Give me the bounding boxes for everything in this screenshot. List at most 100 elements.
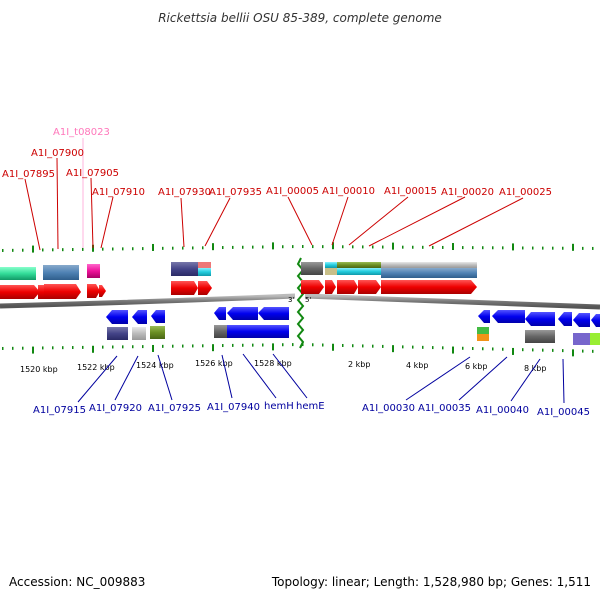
cds-arrow-forward[interactable]: [337, 280, 358, 294]
feature-bar-olive[interactable]: [150, 326, 165, 339]
tick-mark: [332, 242, 334, 250]
cds-arrow-reverse[interactable]: [214, 307, 226, 320]
cds-arrow-forward[interactable]: [99, 285, 106, 297]
cds-arrow-forward[interactable]: [325, 280, 336, 294]
cds-arrow-reverse[interactable]: [258, 307, 289, 320]
gene-label[interactable]: A1I_00020: [441, 187, 494, 198]
tick-label: 1526 kbp: [195, 359, 233, 368]
feature-bar-magenta[interactable]: [87, 264, 100, 278]
leader-line: [287, 196, 313, 246]
gene-label[interactable]: A1I_07895: [2, 169, 55, 180]
cds-arrow-reverse[interactable]: [573, 313, 590, 327]
leader-line: [180, 197, 185, 248]
tick-mark: [42, 346, 44, 350]
tick-mark: [12, 248, 14, 252]
feature-bar-navy[interactable]: [107, 327, 128, 340]
cds-arrow-forward[interactable]: [87, 284, 100, 298]
cds-arrow-forward[interactable]: [301, 280, 324, 294]
gene-label[interactable]: A1I_07910: [92, 187, 145, 198]
gene-label[interactable]: hemH: [264, 401, 294, 412]
tick-mark: [592, 349, 594, 353]
gene-label[interactable]: A1I_07925: [148, 403, 201, 414]
tick-mark: [572, 243, 574, 251]
genome-backbone: 3' 5': [0, 257, 600, 349]
gene-label[interactable]: A1I_07915: [33, 405, 86, 416]
feature-bar-gray[interactable]: [301, 262, 323, 275]
cds-arrow-reverse[interactable]: [132, 310, 147, 324]
feature-bar-gray[interactable]: [525, 330, 555, 343]
cds-arrow-reverse[interactable]: [591, 314, 600, 327]
gene-label[interactable]: A1I_00010: [322, 186, 375, 197]
feature-bar-steel[interactable]: [43, 265, 79, 280]
feature-bar-green[interactable]: [477, 327, 489, 334]
tick-mark: [432, 245, 434, 249]
tick-mark: [432, 346, 434, 350]
tick-mark: [562, 349, 564, 353]
tick-mark: [192, 246, 194, 250]
gene-label[interactable]: A1I_07940: [207, 402, 260, 413]
feature-bar-steel-wide[interactable]: [381, 268, 477, 278]
feature-bar-tan[interactable]: [325, 268, 337, 275]
tick-mark: [262, 245, 264, 249]
tick-mark: [142, 345, 144, 349]
feature-bar-salmon[interactable]: [198, 262, 211, 268]
tick-mark: [362, 245, 364, 249]
cds-arrow-forward[interactable]: [44, 284, 81, 299]
gene-label[interactable]: A1I_00025: [499, 187, 552, 198]
tick-mark: [552, 246, 554, 250]
cds-arrow-reverse[interactable]: [151, 310, 165, 323]
cds-arrow-reverse[interactable]: [106, 310, 128, 324]
tick-mark: [342, 343, 344, 347]
feature-bar-lightgray[interactable]: [132, 327, 146, 340]
feature-bar-teal[interactable]: [0, 267, 36, 280]
feature-bar-cyan-small[interactable]: [198, 268, 211, 276]
feature-bar-navy[interactable]: [171, 262, 198, 276]
cds-arrow-forward[interactable]: [198, 281, 212, 295]
tick-mark: [422, 245, 424, 249]
cds-arrow-reverse[interactable]: [525, 312, 555, 326]
gene-label[interactable]: A1I_07900: [31, 148, 84, 159]
tick-mark: [492, 246, 494, 250]
cds-arrow-forward[interactable]: [171, 281, 198, 295]
gene-label[interactable]: hemE: [296, 401, 325, 412]
feature-bar-purple[interactable]: [573, 333, 590, 345]
tick-mark: [462, 346, 464, 350]
tick-mark: [542, 246, 544, 250]
feature-bar-lime[interactable]: [590, 333, 600, 345]
tick-mark: [402, 245, 404, 249]
feature-bar-lightgray[interactable]: [381, 262, 477, 268]
tick-mark: [312, 343, 314, 347]
cds-arrow-reverse[interactable]: [227, 307, 258, 320]
feature-bar-gray[interactable]: [214, 325, 227, 338]
cds-arrow-forward[interactable]: [358, 280, 381, 294]
tick-mark: [562, 246, 564, 250]
cds-arrow-forward[interactable]: [381, 280, 477, 294]
cds-arrow-reverse[interactable]: [478, 310, 490, 323]
gene-label[interactable]: A1I_07930: [158, 187, 211, 198]
gene-label[interactable]: A1I_07935: [209, 187, 262, 198]
feature-bar-cyan-wide[interactable]: [337, 268, 381, 275]
tick-mark: [322, 343, 324, 347]
gene-label[interactable]: A1I_07905: [66, 168, 119, 179]
gene-label[interactable]: A1I_00030: [362, 403, 415, 414]
cds-arrow-forward[interactable]: [0, 285, 40, 299]
feature-bar-orange[interactable]: [477, 334, 489, 341]
feature-bar-cyan[interactable]: [325, 262, 337, 268]
tick-mark: [552, 348, 554, 352]
gene-label[interactable]: A1I_07920: [89, 403, 142, 414]
cds-arrow-reverse[interactable]: [558, 312, 572, 326]
cds-arrow-reverse[interactable]: [492, 310, 525, 323]
gene-label-trna[interactable]: A1I_t08023: [53, 127, 110, 138]
gene-label[interactable]: A1I_00035: [418, 403, 471, 414]
gene-label[interactable]: A1I_00045: [537, 407, 590, 418]
tick-mark: [242, 245, 244, 249]
gene-label[interactable]: A1I_00015: [384, 186, 437, 197]
feature-bar-blue[interactable]: [227, 325, 289, 338]
gene-label[interactable]: A1I_00040: [476, 405, 529, 416]
feature-bar-olive[interactable]: [337, 262, 381, 268]
tick-mark: [152, 344, 154, 352]
tick-mark: [522, 246, 524, 250]
gene-label[interactable]: A1I_00005: [266, 186, 319, 197]
tick-mark: [532, 348, 534, 352]
